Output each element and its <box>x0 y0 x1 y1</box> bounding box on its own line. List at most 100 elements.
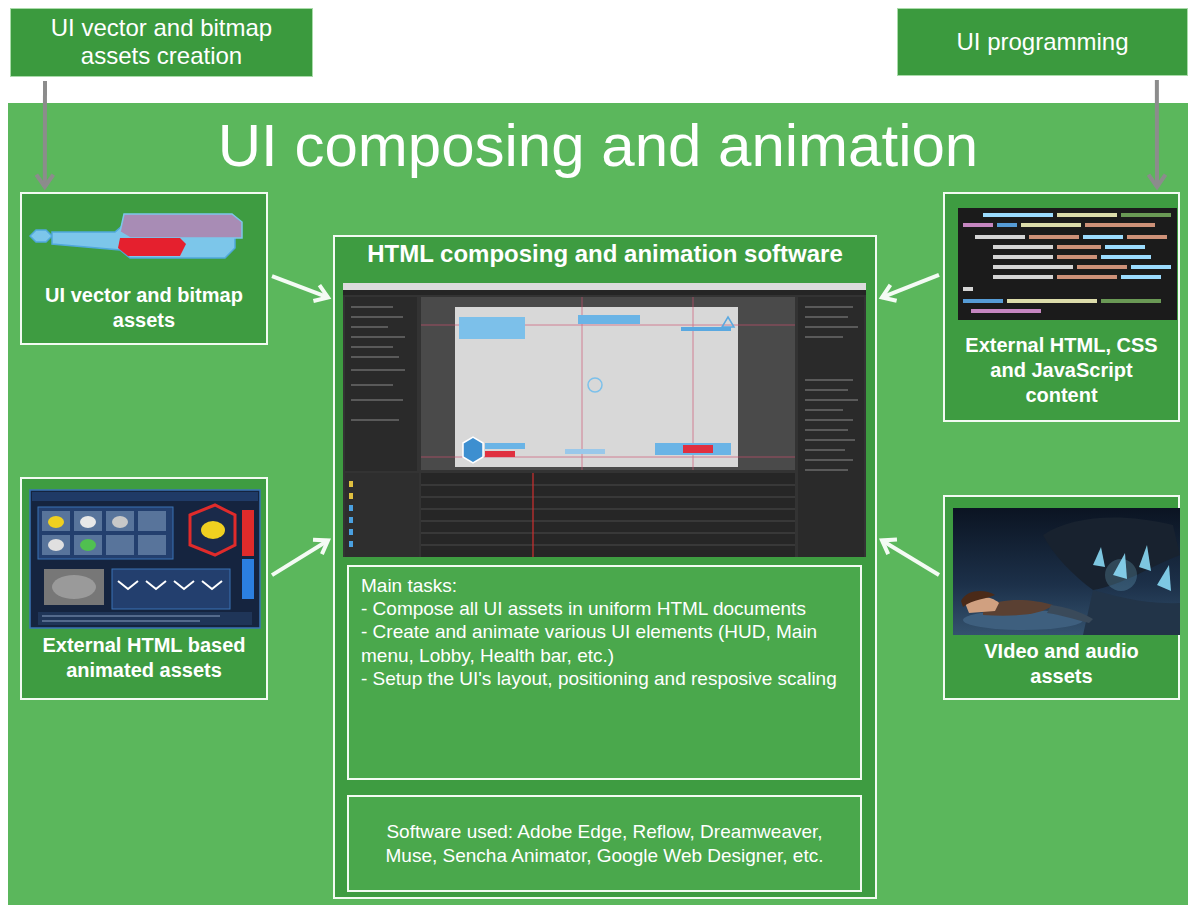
code-screenshot <box>1021 223 1081 227</box>
video-still <box>965 597 999 613</box>
editor-screenshot <box>345 297 417 471</box>
arrow-shaft <box>272 276 328 297</box>
arrow-head <box>1149 175 1166 187</box>
code-screenshot <box>1127 235 1167 239</box>
editor-screenshot <box>351 316 403 318</box>
editor-screenshot <box>485 443 525 449</box>
editor-screenshot <box>805 399 858 401</box>
code-screenshot <box>1077 265 1127 269</box>
code-screenshot <box>963 287 973 291</box>
box-label: VIdeo and audio assets <box>953 639 1170 689</box>
inventory-screenshot <box>118 581 222 589</box>
editor-screenshot <box>421 485 795 545</box>
video-still <box>1113 553 1127 579</box>
editor-screenshot <box>421 521 795 522</box>
editor-screenshot <box>655 443 731 455</box>
inventory-screenshot <box>190 505 235 555</box>
box-label: External HTML, CSS and JavaScript conten… <box>953 333 1170 408</box>
arrow-shaft <box>272 540 328 575</box>
editor-screenshot <box>421 509 795 510</box>
video-still <box>953 508 1180 635</box>
box-label: UI programming <box>906 28 1179 56</box>
video-still <box>1047 605 1093 623</box>
editor-screenshot <box>485 451 515 457</box>
inventory-screenshot <box>118 581 138 589</box>
vector-shapes-picture <box>30 230 52 242</box>
code-screenshot <box>963 299 1003 303</box>
editor-screenshot <box>582 297 583 470</box>
inventory-screenshot <box>42 511 70 531</box>
inventory-screenshot <box>42 535 70 555</box>
task-list-box: Main tasks:- Compose all UI assets in un… <box>347 565 862 780</box>
editor-screenshot <box>805 459 853 461</box>
asset-box: External HTML based animated assets <box>20 477 268 700</box>
video-still <box>961 591 995 607</box>
editor-screenshot <box>421 533 795 534</box>
editor-screenshot <box>455 307 738 467</box>
code-screenshot <box>958 208 1177 320</box>
box-label: UI vector and bitmap assets <box>30 283 258 333</box>
inventory-screenshot <box>44 569 104 605</box>
editor-screenshot <box>343 290 866 295</box>
inventory-screenshot <box>42 621 200 622</box>
inventory-screenshot <box>174 581 194 589</box>
editor-screenshot <box>351 399 403 401</box>
editor-screenshot <box>421 497 795 498</box>
task-text: - Create and animate various UI elements… <box>361 620 850 666</box>
flow-arrow <box>1149 80 1166 187</box>
code-screenshot <box>1121 275 1161 279</box>
editor-screenshot <box>349 505 353 547</box>
editor-screenshot <box>349 493 353 499</box>
text-group: UI programming <box>906 28 1179 56</box>
editor-screenshot <box>343 283 866 557</box>
text-group: Software used: Adobe Edge, Reflow, Dream… <box>361 820 848 866</box>
editor-screenshot <box>343 283 866 557</box>
editor-screenshot <box>805 316 848 318</box>
video-still <box>1105 559 1137 591</box>
editor-screenshot <box>351 326 388 328</box>
inventory-screenshot <box>80 516 96 528</box>
inventory-screenshot <box>146 581 166 589</box>
editor-screenshot <box>351 419 399 421</box>
editor-screenshot <box>351 336 405 338</box>
vector-shapes-picture <box>30 214 242 258</box>
inventory-screenshot <box>32 492 258 501</box>
inventory-screenshot <box>48 516 64 528</box>
video-still <box>963 610 1083 630</box>
video-still <box>983 600 1053 616</box>
inventory-screenshot <box>30 490 260 628</box>
editor-screenshot <box>351 306 393 308</box>
editor-screenshot <box>349 481 353 499</box>
arrow-shaft <box>1155 80 1159 187</box>
text-group: External HTML based animated assets <box>30 633 258 683</box>
source-box: UI programming <box>897 8 1188 76</box>
editor-screenshot <box>565 449 605 454</box>
editor-screenshot <box>349 529 353 535</box>
asset-box: External HTML, CSS and JavaScript conten… <box>943 192 1180 422</box>
code-screenshot <box>997 223 1017 227</box>
code-screenshot <box>1131 265 1171 269</box>
editor-screenshot <box>805 389 848 391</box>
code-screenshot <box>993 265 1073 269</box>
arrow-head <box>36 175 53 187</box>
stage-panel: UI composing and animationUI vector and … <box>8 103 1188 905</box>
code-screenshot <box>1083 235 1123 239</box>
text-group: Main tasks:- Compose all UI assets in un… <box>361 574 850 690</box>
code-screenshot <box>1057 213 1117 217</box>
code-screenshot <box>993 245 1053 249</box>
inventory-screenshot <box>242 510 254 556</box>
editor-screenshot <box>805 379 853 381</box>
editor-screenshot <box>693 297 694 470</box>
inventory-screenshot <box>138 511 166 531</box>
editor-screenshot <box>421 485 795 486</box>
arrow-head <box>313 285 328 301</box>
editor-screenshot <box>349 541 353 547</box>
editor-screenshot <box>421 457 795 458</box>
inventory-screenshot <box>74 511 102 531</box>
arrow-shaft <box>882 540 939 575</box>
video-still <box>1093 547 1105 567</box>
vector-shapes-picture <box>120 214 242 238</box>
code-screenshot <box>963 223 993 227</box>
code-screenshot <box>1057 275 1117 279</box>
editor-screenshot <box>798 297 864 557</box>
